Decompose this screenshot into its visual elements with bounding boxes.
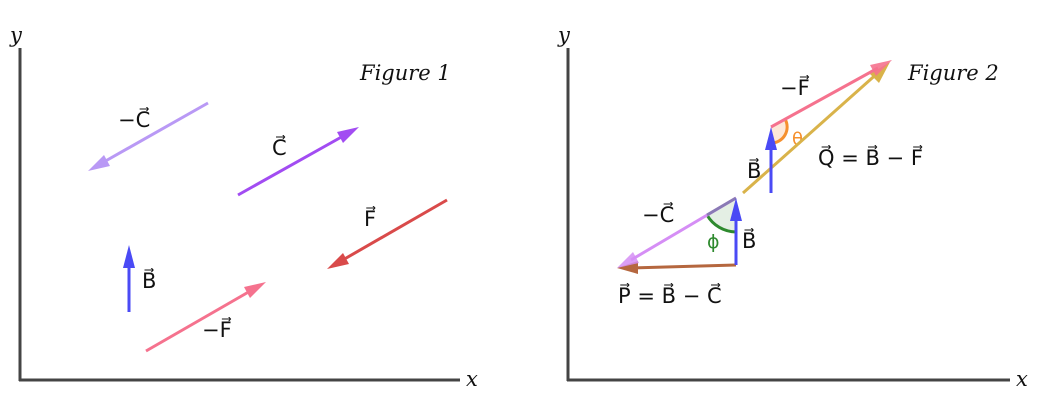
vector-b-lower xyxy=(730,198,742,265)
figure-1: y x Figure 1 −C⃗ C⃗ F⃗ B⃗ −F⃗ xyxy=(9,23,478,391)
label-c: C⃗ xyxy=(272,135,287,160)
vector-b-upper xyxy=(765,127,777,193)
label-neg-f: −F⃗ xyxy=(780,75,810,100)
label-q-equation: Q⃗ = B⃗ − F⃗ xyxy=(818,145,923,170)
label-b-lower: B⃗ xyxy=(742,228,756,253)
vector-neg-f-2 xyxy=(770,60,892,129)
phi-label: ϕ xyxy=(707,231,720,253)
vector-b xyxy=(123,245,135,312)
x-axis-label: x xyxy=(1016,367,1028,391)
phi-arc xyxy=(705,214,737,234)
label-b: B⃗ xyxy=(142,268,156,293)
label-neg-c: −C⃗ xyxy=(118,107,150,132)
label-f: F⃗ xyxy=(364,206,376,231)
vector-neg-c-2 xyxy=(617,196,737,268)
y-axis-label: y xyxy=(9,23,23,47)
vector-neg-f xyxy=(145,282,266,353)
figure-2: y x Figure 2 θ −F⃗ B⃗ Q⃗ = B⃗ − F⃗ ϕ xyxy=(557,23,1028,391)
theta-label: θ xyxy=(792,129,803,150)
label-neg-c: −C⃗ xyxy=(642,202,674,227)
y-axis-label: y xyxy=(557,23,571,47)
label-p-equation: P⃗ = B⃗ − C⃗ xyxy=(618,283,722,308)
vector-q xyxy=(742,62,890,195)
figure-title: Figure 2 xyxy=(907,61,999,85)
x-axis-label: x xyxy=(466,367,478,391)
figure-title: Figure 1 xyxy=(359,61,451,85)
label-b-upper: B⃗ xyxy=(747,158,761,183)
vector-neg-c xyxy=(88,101,209,171)
vector-c xyxy=(237,127,359,197)
vector-f xyxy=(327,198,448,269)
label-neg-f: −F⃗ xyxy=(202,317,232,342)
